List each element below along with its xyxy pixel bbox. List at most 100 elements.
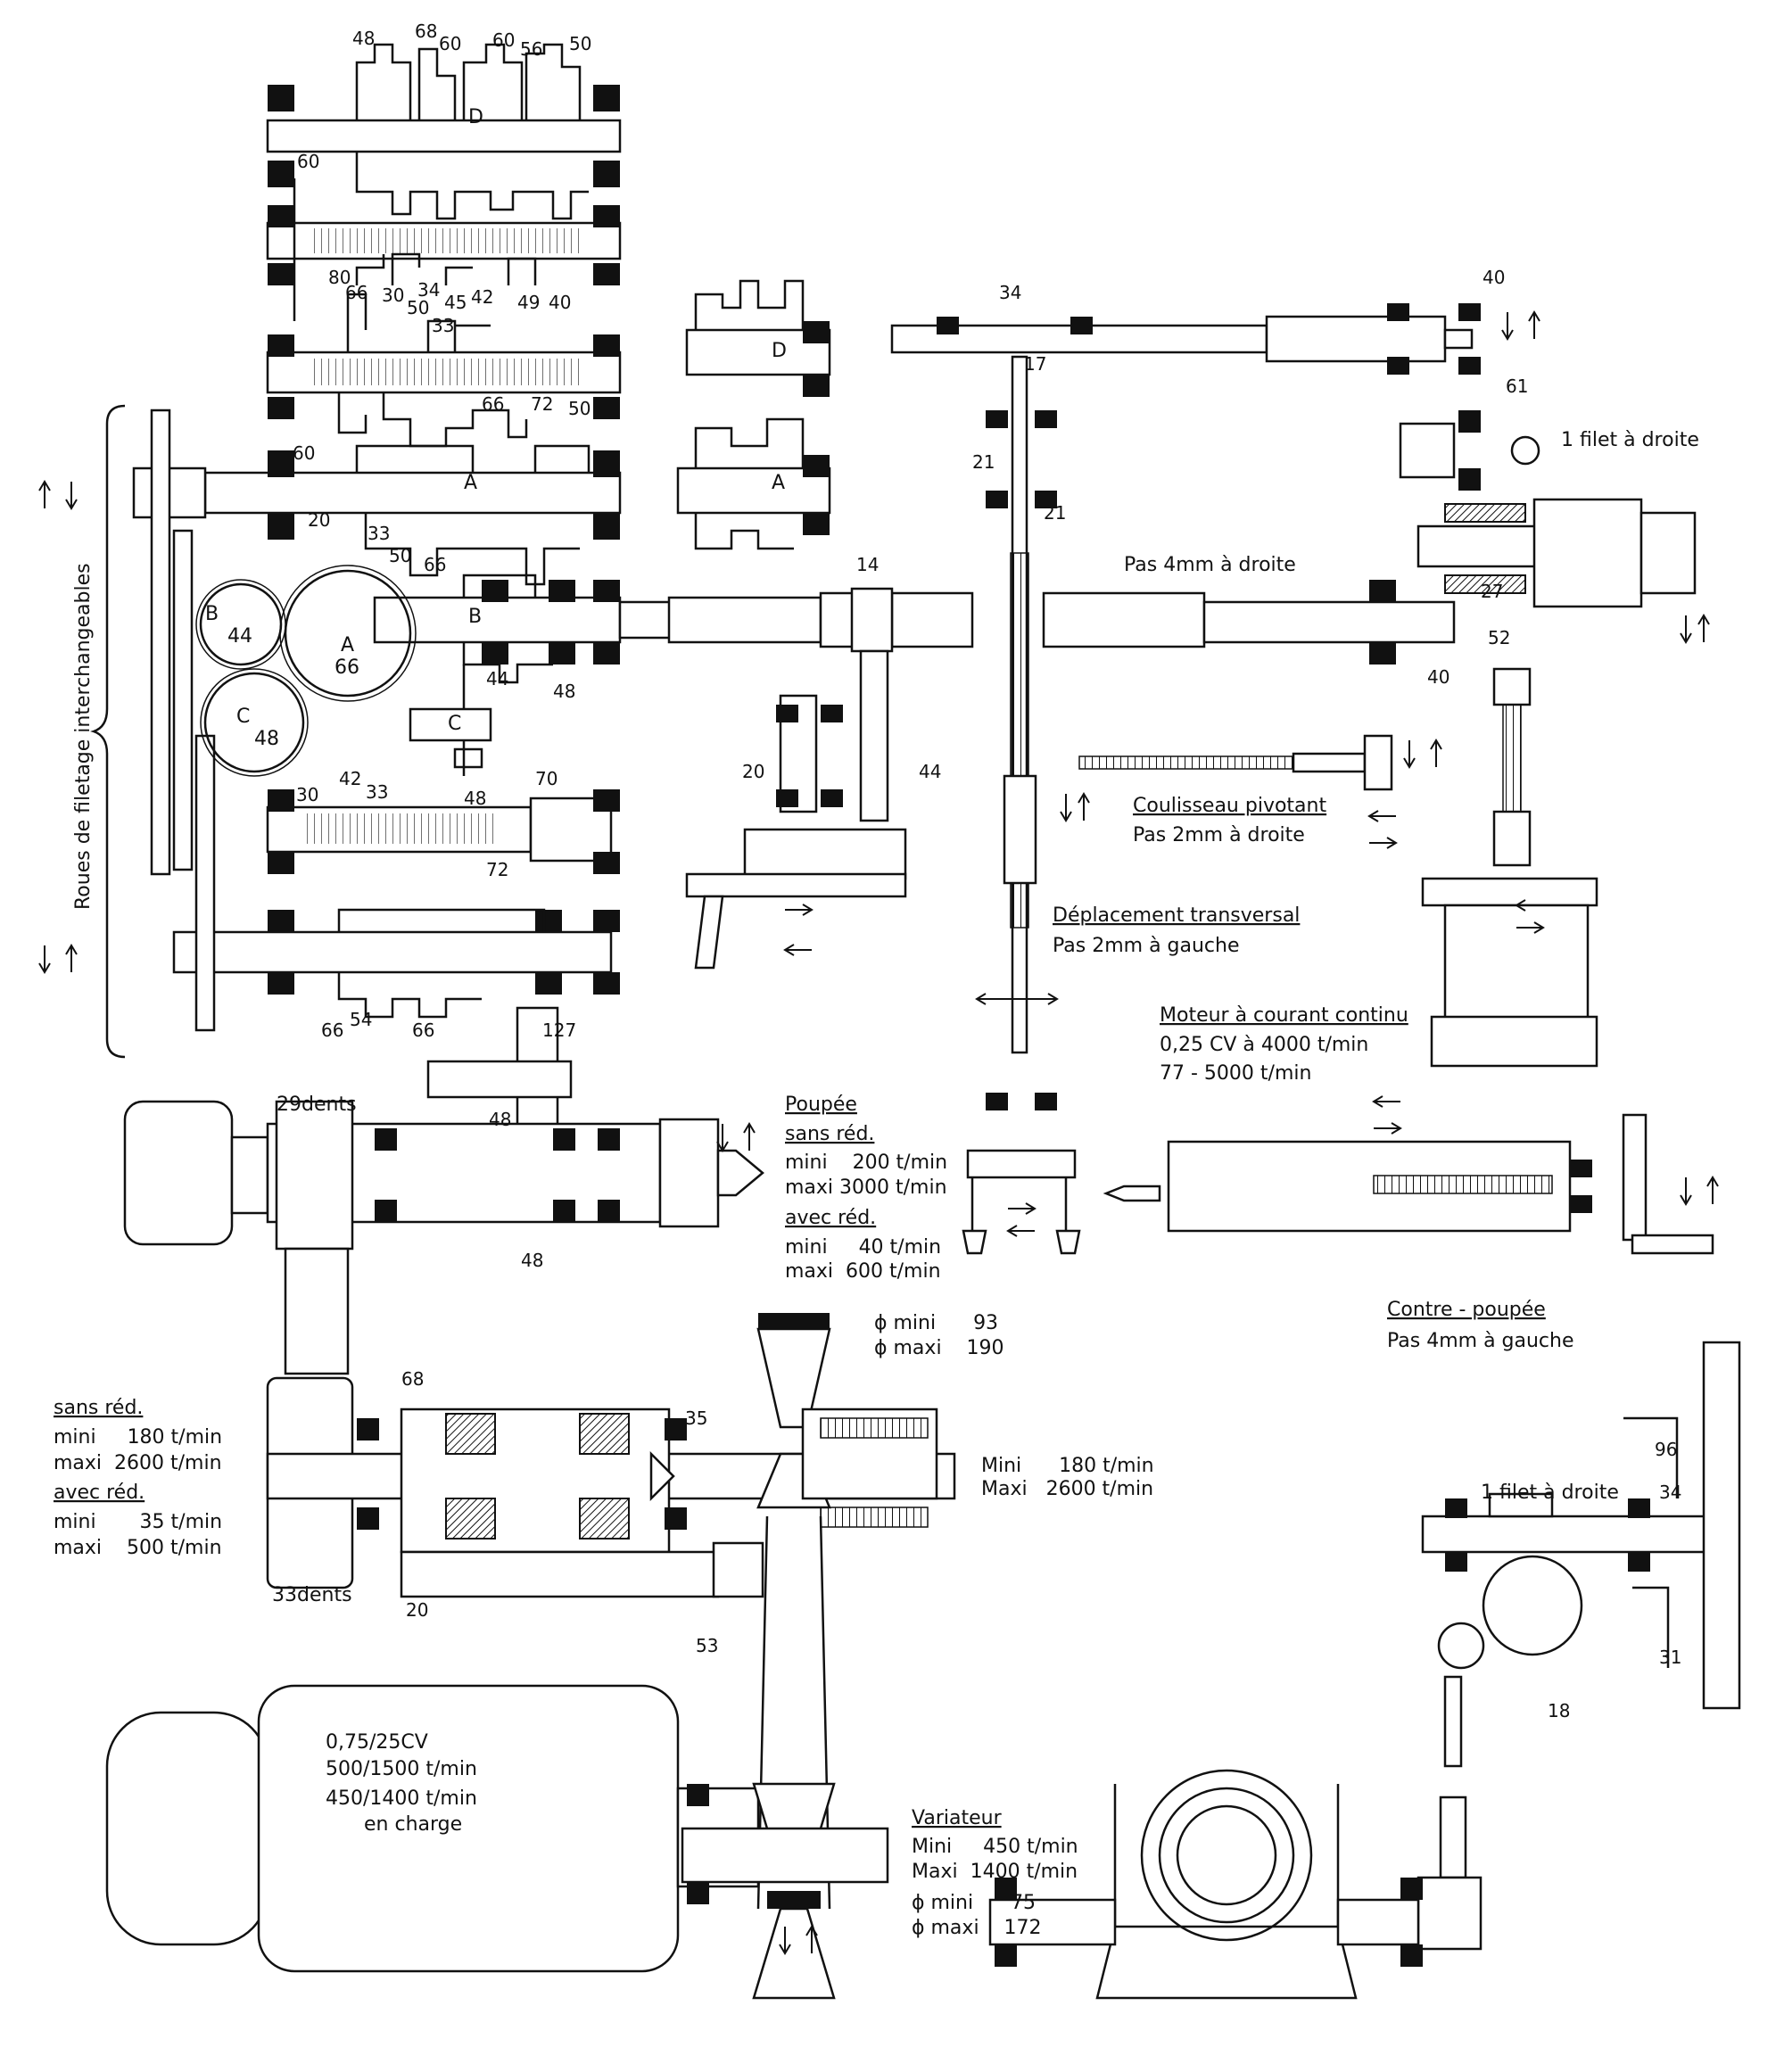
gear-num: 14 [856, 554, 879, 575]
gear-num: 18 [1548, 1700, 1570, 1721]
change-wheels [90, 404, 417, 1059]
gear-num: 60 [492, 29, 515, 51]
sec-A-label: A [772, 472, 785, 494]
gear-num: 20 [308, 509, 330, 531]
coulisseau-pas: Pas 2mm à droite [1133, 824, 1305, 846]
gear-num: 48 [521, 1250, 543, 1271]
motor-line4: en charge [364, 1813, 462, 1836]
gear-num: 40 [549, 292, 571, 313]
left-avec-mini: mini 35 t/min [54, 1511, 222, 1533]
gear-num: 48 [352, 28, 375, 49]
dents29-label: 29dents [277, 1094, 357, 1116]
gear-num: 50 [568, 398, 591, 419]
var-mini: Mini 450 t/min [912, 1836, 1078, 1858]
sec-D-label: D [772, 340, 787, 362]
roues-label: Roues de filetage interchangeables [72, 563, 95, 910]
phi-bot-maxi: ϕ maxi 172 [912, 1917, 1042, 1939]
wheel-A-label: A [341, 634, 354, 656]
gear-num: 44 [919, 761, 941, 782]
gear-num: 30 [382, 285, 404, 306]
gear-num: 17 [1024, 353, 1046, 375]
motor-line2: 500/1500 t/min [326, 1758, 477, 1780]
moteur-line2: 77 - 5000 t/min [1160, 1062, 1311, 1085]
gear-num: 48 [464, 788, 486, 809]
gear-num: 34 [999, 282, 1021, 303]
gear-num: 42 [339, 768, 361, 789]
gear-num: 52 [1488, 627, 1510, 648]
gear-num: 40 [1427, 666, 1450, 688]
gear-num: 40 [1483, 267, 1505, 288]
gear-num: 50 [407, 297, 429, 318]
gear-num: 60 [297, 151, 319, 172]
gear-num: 33 [368, 523, 390, 544]
left-sans: sans réd. [54, 1397, 143, 1419]
center-mechanisms [667, 279, 1481, 1255]
wheel-C-label: C [236, 706, 250, 728]
gear-num: 20 [406, 1599, 428, 1621]
wheel-B-label: B [205, 603, 219, 625]
gear-num: 60 [439, 33, 461, 54]
gear-num: 96 [1655, 1439, 1677, 1460]
contre-title: Contre - poupée [1387, 1299, 1546, 1321]
gear-num: 61 [1506, 376, 1528, 397]
poupee-avec-mini: mini 40 t/min [785, 1236, 941, 1259]
wheel-A-teeth: 66 [334, 656, 359, 679]
poupee-avec-maxi: maxi 600 t/min [785, 1260, 941, 1283]
gear-num: 31 [1659, 1647, 1681, 1668]
var-maxi: Maxi 1400 t/min [912, 1861, 1078, 1883]
gear-num: 68 [415, 21, 437, 42]
headstock [123, 1100, 764, 1375]
gear-numbers: 48 68 60 60 56 50 60 80 66 30 34 45 42 4… [293, 21, 1681, 1721]
filet-droite-bot-label: 1 filet à droite [1481, 1482, 1619, 1504]
left-sans-maxi: maxi 2600 t/min [54, 1452, 222, 1474]
gear-num: 45 [444, 292, 467, 313]
gear-num: 34 [417, 279, 440, 301]
variateur-title: Variateur [912, 1807, 1003, 1829]
shaft-A-label: A [464, 472, 477, 494]
gear-num: 50 [389, 545, 411, 566]
shaft-C-label: C [448, 713, 461, 735]
gear-num: 50 [569, 33, 591, 54]
filet-droite-top-label: 1 filet à droite [1561, 429, 1699, 451]
gear-num: 68 [401, 1368, 424, 1390]
poupee-avec: avec réd. [785, 1207, 876, 1229]
gear-num: 48 [489, 1109, 511, 1130]
shaft-B-label: B [468, 606, 482, 628]
gear-num: 53 [696, 1635, 718, 1656]
gear-num: 35 [685, 1407, 707, 1429]
coulisseau-title: Coulisseau pivotant [1133, 795, 1326, 817]
gearbox-upper [132, 43, 675, 1146]
right-mechanisms [988, 410, 1741, 2000]
gear-num: 21 [1044, 502, 1066, 524]
wheel-B-teeth: 44 [227, 625, 252, 648]
gear-num: 21 [972, 451, 995, 473]
gear-num: 72 [486, 859, 508, 880]
gear-num: 20 [742, 761, 764, 782]
phi-bot-mini: ϕ mini 75 [912, 1892, 1036, 1914]
gear-num: 27 [1481, 581, 1503, 602]
gear-num: 33 [432, 315, 454, 336]
lower-drive [105, 1313, 956, 2000]
gear-num: 42 [471, 286, 493, 308]
poupee-sans-maxi: maxi 3000 t/min [785, 1176, 947, 1199]
motor-line1: 0,75/25CV [326, 1731, 428, 1754]
gear-num: 30 [296, 784, 318, 805]
poupee-title: Poupée [785, 1094, 857, 1116]
gear-num: 49 [517, 292, 540, 313]
gear-num: 66 [482, 393, 504, 415]
left-avec-maxi: maxi 500 t/min [54, 1537, 222, 1559]
phi-top-maxi: ϕ maxi 190 [874, 1337, 1004, 1359]
gear-num: 72 [531, 393, 553, 415]
gear-num: 44 [486, 668, 508, 689]
gear-num: 48 [553, 681, 575, 702]
phi-top-mini: ϕ mini 93 [874, 1312, 998, 1334]
gear-num: 80 [328, 267, 351, 288]
pas4-droite-label: Pas 4mm à droite [1124, 554, 1296, 576]
gear-num: 34 [1659, 1482, 1681, 1503]
right-mini: Mini 180 t/min [981, 1455, 1154, 1477]
wheel-C-teeth: 48 [254, 728, 279, 750]
poupee-sans-mini: mini 200 t/min [785, 1152, 947, 1174]
motor-line3: 450/1400 t/min [326, 1787, 477, 1810]
